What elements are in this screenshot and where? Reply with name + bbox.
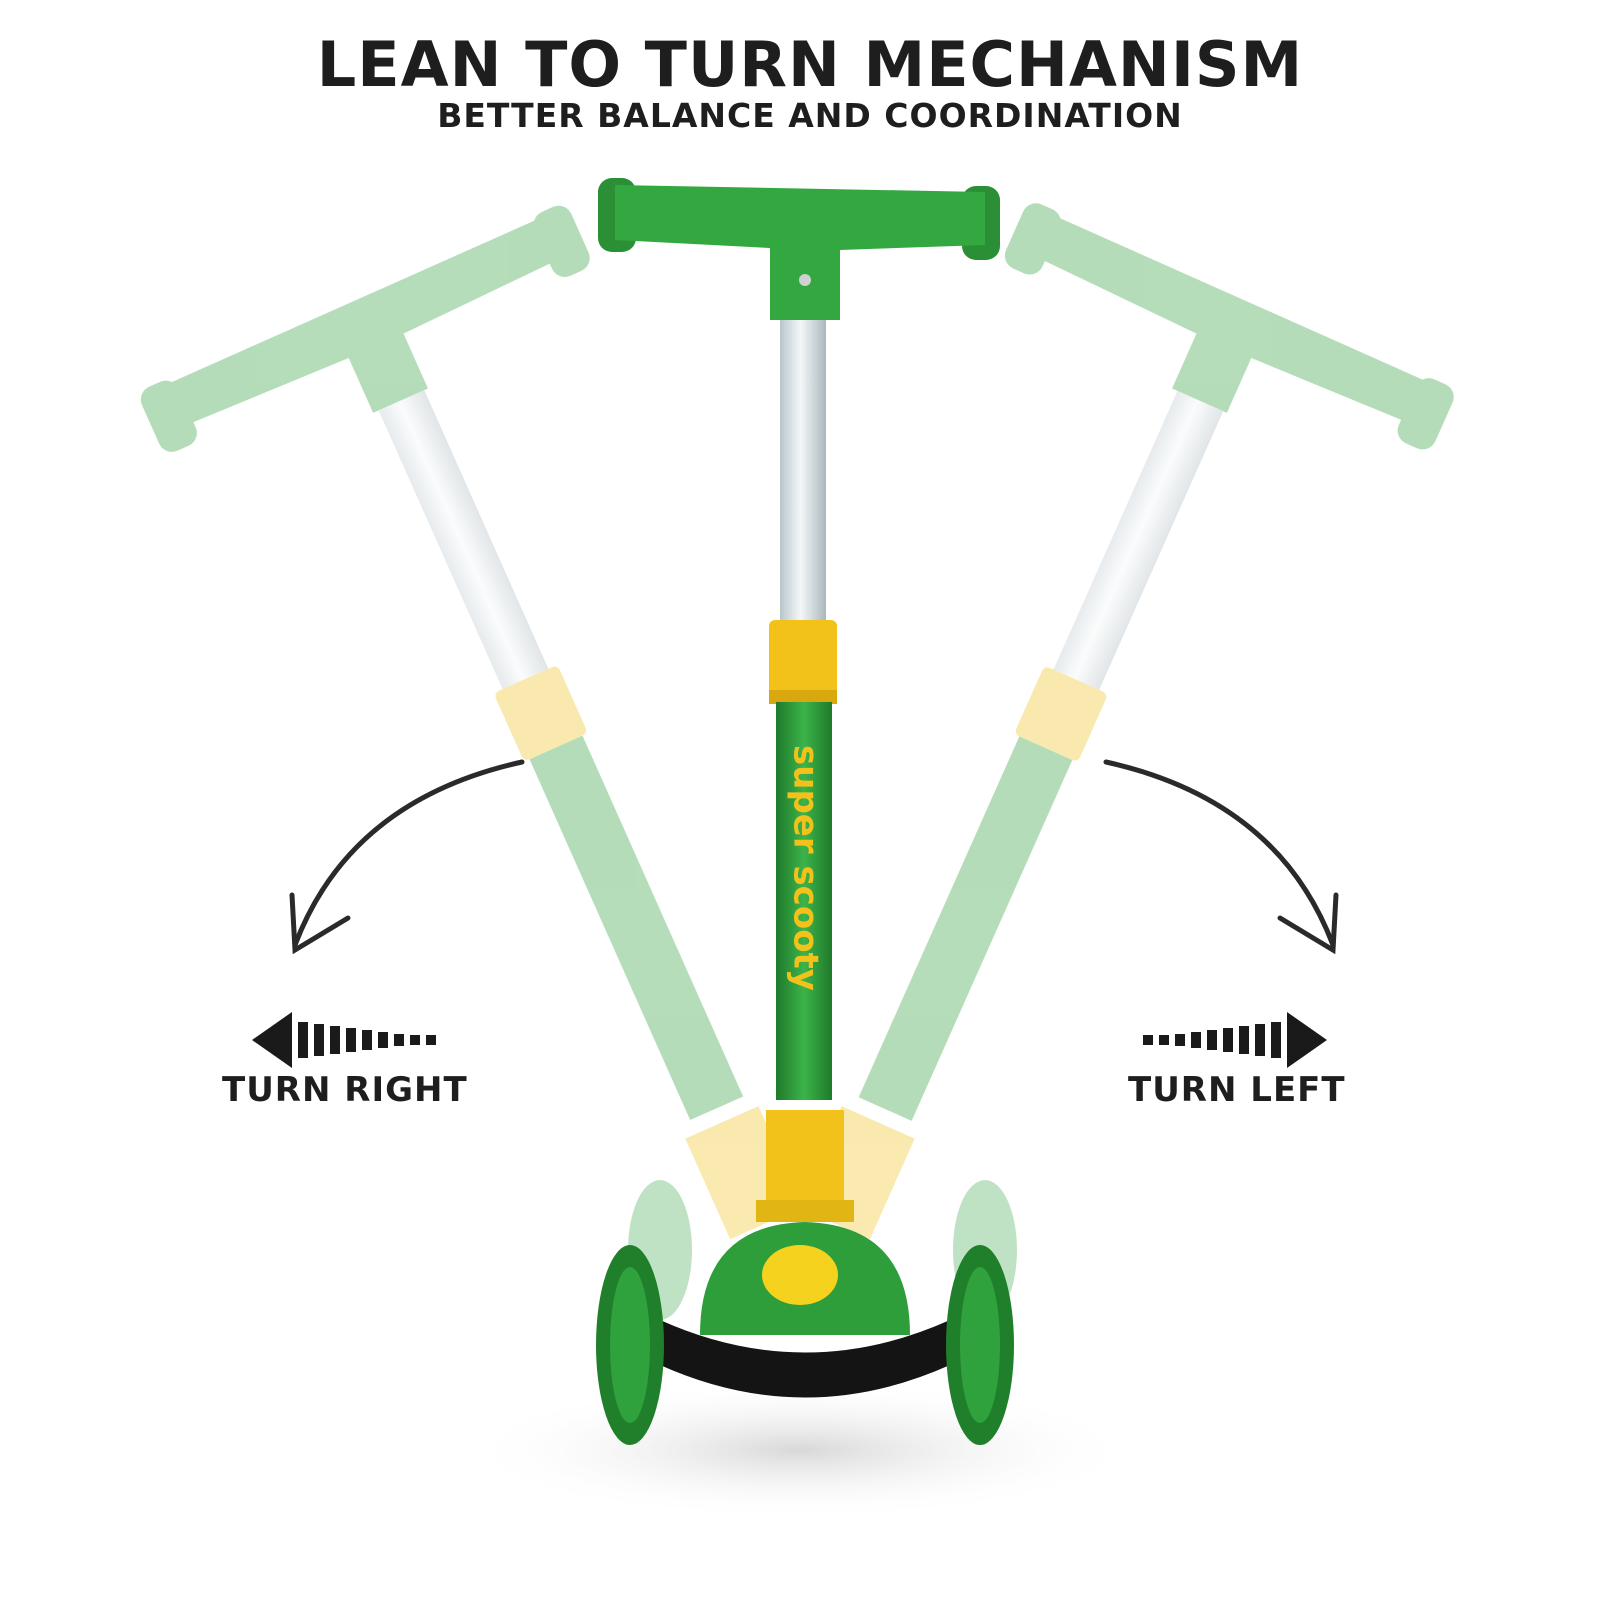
front-wheel-left	[596, 1245, 664, 1445]
steering-stem	[776, 702, 832, 1100]
page-title: LEAN TO TURN MECHANISM	[316, 28, 1304, 101]
center-button	[762, 1245, 838, 1305]
front-wheel-right	[946, 1245, 1014, 1445]
stem-lettering: super scooty	[786, 745, 826, 991]
height-clamp	[769, 620, 837, 698]
handle-pole	[780, 320, 826, 625]
handlebar	[598, 178, 1000, 320]
ground-shadow	[460, 1380, 1140, 1520]
ghost-scooter-right	[796, 203, 1454, 1240]
curved-arrow-left-icon	[289, 759, 525, 955]
front-bumper	[660, 1320, 950, 1398]
turn-left-label: TURN LEFT	[1128, 1070, 1346, 1110]
dotted-arrow-left-icon	[252, 1012, 436, 1068]
stem-sleeve	[766, 1110, 844, 1210]
curved-arrow-right-icon	[1103, 759, 1339, 955]
dotted-arrow-right-icon	[1143, 1012, 1327, 1068]
turn-right-label: TURN RIGHT	[222, 1070, 468, 1110]
page-subtitle: BETTER BALANCE AND COORDINATION	[437, 96, 1183, 135]
